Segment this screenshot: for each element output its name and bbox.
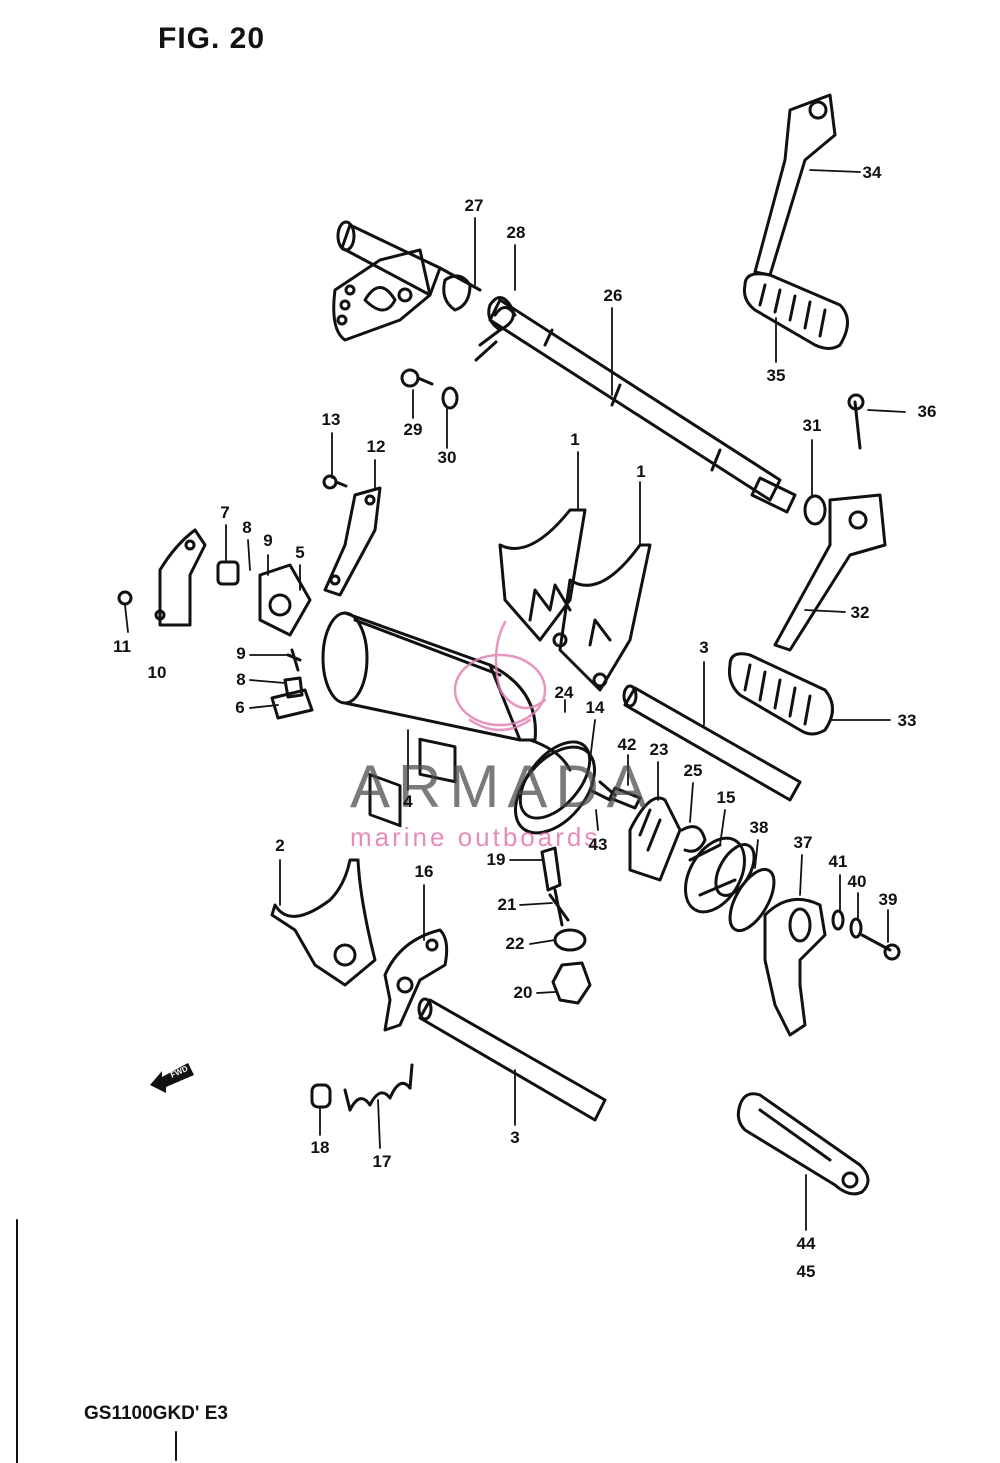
callout-label: 38 [749,818,769,837]
callout-label: 16 [414,862,434,881]
callout-label: 5 [295,543,305,562]
callout-label: 9 [263,531,273,550]
callout-label: 17 [372,1152,392,1171]
callout-label: 14 [585,698,605,717]
callout-label: 45 [796,1262,816,1281]
callout-label: 7 [220,503,230,522]
callout-label: 18 [310,1138,330,1157]
cam-stopper-parts [117,528,314,720]
gear-shift-lever [743,93,849,350]
model-code: GS1100GKD' E3 [84,1403,228,1424]
callout-label: 37 [793,833,813,852]
forward-arrow-icon: FWD [150,1063,194,1093]
fork-shaft-lower [417,997,607,1122]
callout-label: 1 [636,462,646,481]
callout-label: 44 [796,1234,816,1253]
fork-shaft-upper [622,684,802,802]
shift-cam-16 [383,928,449,1032]
callout-label: 8 [236,670,246,689]
o-ring-43 [513,745,642,835]
figure-title: FIG. 20 [158,22,266,55]
callout-label: 25 [683,761,703,780]
return-spring-28 [474,296,517,362]
cam-guide-37 [763,897,827,1037]
callout-label: 12 [366,437,386,456]
callout-label: 33 [897,711,917,730]
step-bracket-44 [736,1092,870,1196]
cam-stopper-plate-12 [323,486,382,597]
callout-label: 15 [716,788,736,807]
gear-shift-shaft [332,220,797,514]
callout-label: 24 [554,683,574,702]
washer-40 [849,917,863,939]
callout-label: 23 [649,740,669,759]
spring-17 [343,1063,414,1112]
callout-label: 11 [113,637,131,656]
callout-label: 9 [236,644,246,663]
callout-label: 30 [437,448,457,467]
neutral-switch-parts [540,846,592,1005]
callout-label: 27 [464,196,484,215]
callout-leaders [124,169,906,1231]
callout-label: 39 [878,890,898,909]
callout-label: 10 [147,663,167,682]
watermark-brand: ARMADA [350,753,655,820]
callout-label: 40 [847,872,867,891]
callout-label: 29 [403,420,423,439]
callout-label: 20 [513,983,533,1002]
callout-label: 1 [570,430,580,449]
washer-41 [831,909,845,931]
callout-label: 3 [510,1128,520,1147]
callout-label: 19 [486,850,506,869]
callout-label: 4 [403,792,413,811]
bolt-36 [847,393,865,450]
callout-label: 3 [699,638,709,657]
screw-39 [860,933,901,961]
callout-label: 42 [617,735,637,754]
retainer-ring-38 [728,867,776,933]
watermark-logo [453,620,547,732]
callout-label: 43 [588,835,608,854]
shift-drum [321,611,592,828]
shift-fork-2 [270,858,377,987]
callout-label: 36 [917,402,937,421]
screw-13 [322,474,348,490]
callout-label: 22 [505,934,525,953]
bolt-29 [400,368,434,388]
callout-label: 8 [242,518,252,537]
callout-label: 31 [802,416,822,435]
callout-label: 2 [275,836,285,855]
callout-label: 35 [766,366,786,385]
watermark-subtitle: marine outboards [350,822,601,852]
washer-30 [441,386,459,410]
callout-label: 28 [506,223,526,242]
bearing-15 [684,836,756,914]
oil-seal-31 [803,494,827,526]
callout-label: 6 [235,698,245,717]
callout-label: 41 [828,852,848,871]
gear-shift-link-lever [728,493,887,736]
pin-18 [310,1083,332,1109]
shift-fork-1 [498,508,652,692]
callout-label: 21 [497,895,517,914]
callout-label: 13 [321,410,341,429]
callout-label: 32 [850,603,870,622]
callout-label: 26 [603,286,623,305]
callout-label: 34 [862,163,882,182]
